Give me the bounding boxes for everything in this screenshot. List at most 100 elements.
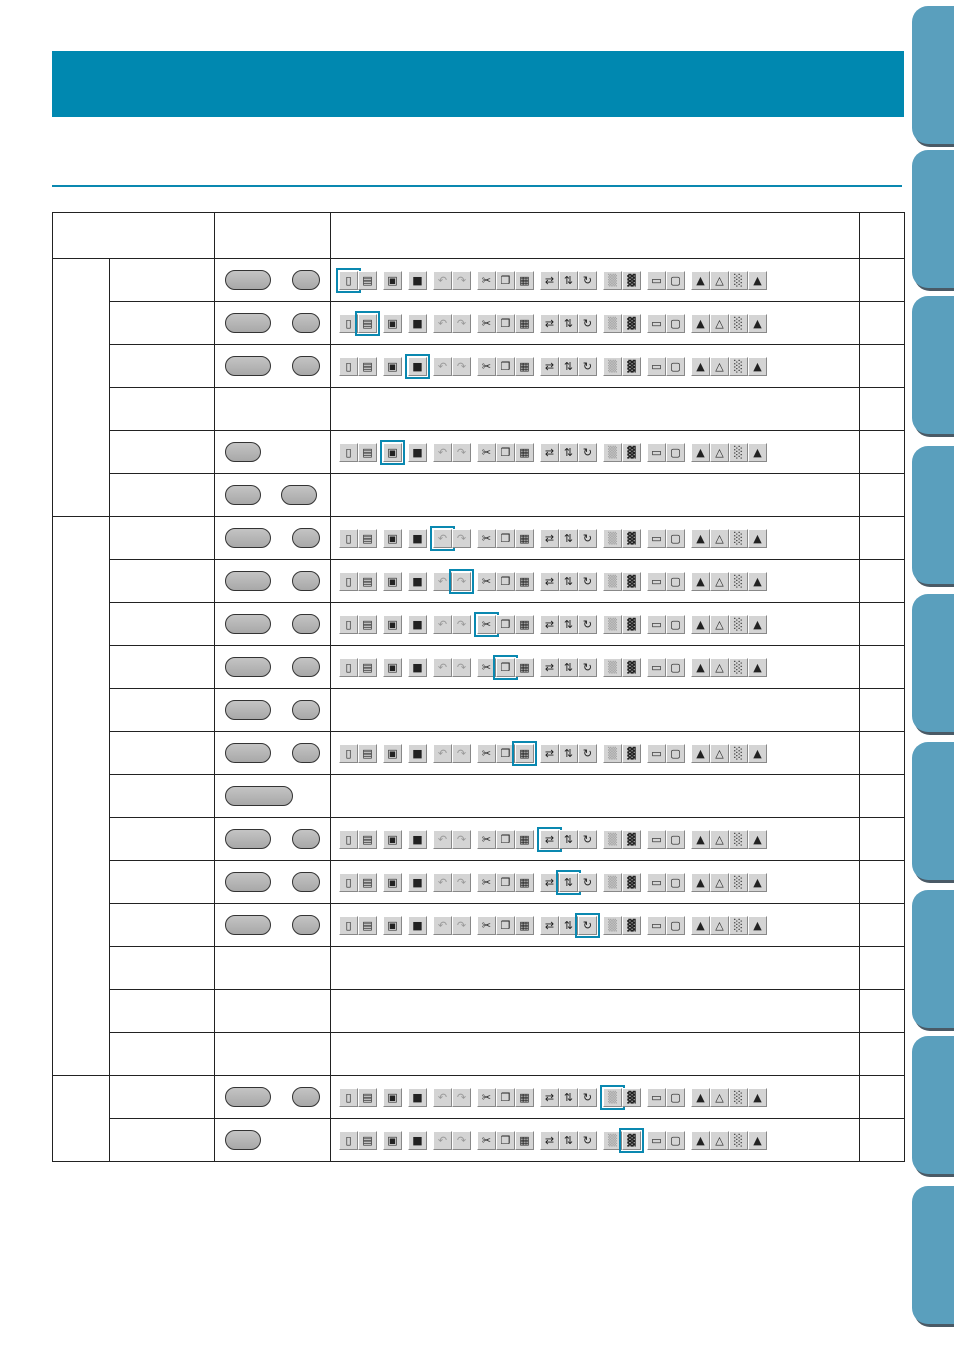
- new-icon[interactable]: ▯: [339, 442, 358, 462]
- flip-icon[interactable]: ⇅: [559, 1087, 578, 1107]
- hoop3-icon[interactable]: ░: [729, 356, 748, 376]
- mirror-icon[interactable]: ⇄: [540, 1130, 559, 1150]
- hoop1-icon[interactable]: ▲: [691, 270, 710, 290]
- flip-icon[interactable]: ⇅: [559, 1130, 578, 1150]
- hoop2-icon[interactable]: △: [710, 743, 729, 763]
- hoop2-icon[interactable]: △: [710, 356, 729, 376]
- hoop2-icon[interactable]: △: [710, 872, 729, 892]
- save-icon[interactable]: ■: [405, 353, 430, 379]
- import-icon[interactable]: ▣: [383, 1130, 402, 1150]
- hoop1-icon[interactable]: ▲: [691, 872, 710, 892]
- copy-icon[interactable]: ❐: [496, 571, 515, 591]
- stitch-icon[interactable]: ▒: [603, 743, 622, 763]
- copy-icon[interactable]: ❐: [496, 872, 515, 892]
- paste-icon[interactable]: ▦: [515, 1087, 534, 1107]
- paste-icon[interactable]: ▦: [515, 571, 534, 591]
- undo-icon[interactable]: ↶: [433, 270, 452, 290]
- flip-icon[interactable]: ⇅: [559, 743, 578, 763]
- hoop2-icon[interactable]: △: [710, 571, 729, 591]
- hoop4-icon[interactable]: ▲: [748, 442, 767, 462]
- chapter-tab[interactable]: [912, 1186, 954, 1324]
- new-icon[interactable]: ▯: [339, 1087, 358, 1107]
- cut-icon[interactable]: ✂: [477, 571, 496, 591]
- undo-icon[interactable]: ↶: [433, 829, 452, 849]
- stitch-icon[interactable]: ▒: [603, 270, 622, 290]
- monitor-icon[interactable]: ▭: [647, 442, 666, 462]
- hoop1-icon[interactable]: ▲: [691, 528, 710, 548]
- import-icon[interactable]: ▣: [380, 439, 405, 465]
- new-icon[interactable]: ▯: [339, 356, 358, 376]
- open-icon[interactable]: ▤: [355, 310, 380, 336]
- redo-icon[interactable]: ↷: [452, 657, 471, 677]
- import-icon[interactable]: ▣: [383, 270, 402, 290]
- hoop2-icon[interactable]: △: [710, 657, 729, 677]
- texture-icon[interactable]: ▓: [622, 313, 641, 333]
- hoop2-icon[interactable]: △: [710, 829, 729, 849]
- undo-icon[interactable]: ↶: [430, 525, 455, 551]
- new-icon[interactable]: ▯: [339, 1130, 358, 1150]
- open-icon[interactable]: ▤: [358, 872, 377, 892]
- paste-icon[interactable]: ▦: [515, 1130, 534, 1150]
- chapter-tab[interactable]: [912, 1036, 954, 1174]
- flip-icon[interactable]: ⇅: [559, 270, 578, 290]
- stitch-icon[interactable]: ▒: [603, 528, 622, 548]
- cut-icon[interactable]: ✂: [477, 356, 496, 376]
- chapter-tab[interactable]: [912, 446, 954, 584]
- copy-icon[interactable]: ❐: [496, 270, 515, 290]
- texture-icon[interactable]: ▓: [622, 829, 641, 849]
- paste-icon[interactable]: ▦: [515, 872, 534, 892]
- save-icon[interactable]: ■: [408, 571, 427, 591]
- import-icon[interactable]: ▣: [383, 614, 402, 634]
- cut-icon[interactable]: ✂: [477, 442, 496, 462]
- texture-icon[interactable]: ▓: [622, 442, 641, 462]
- cut-icon[interactable]: ✂: [477, 1087, 496, 1107]
- redo-icon[interactable]: ↷: [452, 915, 471, 935]
- rotate-icon[interactable]: ↻: [578, 1130, 597, 1150]
- stitch-icon[interactable]: ▒: [603, 657, 622, 677]
- save-icon[interactable]: ■: [408, 872, 427, 892]
- hoop4-icon[interactable]: ▲: [748, 915, 767, 935]
- stitch-icon[interactable]: ▒: [603, 313, 622, 333]
- chapter-tab[interactable]: [912, 150, 954, 288]
- texture-icon[interactable]: ▓: [622, 872, 641, 892]
- import-icon[interactable]: ▣: [383, 356, 402, 376]
- rotate-icon[interactable]: ↻: [578, 829, 597, 849]
- preview-icon[interactable]: ▢: [666, 1130, 685, 1150]
- undo-icon[interactable]: ↶: [433, 614, 452, 634]
- preview-icon[interactable]: ▢: [666, 313, 685, 333]
- copy-icon[interactable]: ❐: [496, 1087, 515, 1107]
- chapter-tab[interactable]: [912, 296, 954, 434]
- texture-icon[interactable]: ▓: [622, 614, 641, 634]
- hoop4-icon[interactable]: ▲: [748, 614, 767, 634]
- cut-icon[interactable]: ✂: [477, 872, 496, 892]
- monitor-icon[interactable]: ▭: [647, 872, 666, 892]
- save-icon[interactable]: ■: [408, 657, 427, 677]
- paste-icon[interactable]: ▦: [515, 270, 534, 290]
- hoop3-icon[interactable]: ░: [729, 614, 748, 634]
- save-icon[interactable]: ■: [408, 313, 427, 333]
- stitch-icon[interactable]: ▒: [603, 614, 622, 634]
- hoop2-icon[interactable]: △: [710, 313, 729, 333]
- stitch-icon[interactable]: ▒: [603, 872, 622, 892]
- hoop4-icon[interactable]: ▲: [748, 270, 767, 290]
- stitch-icon[interactable]: ▒: [603, 356, 622, 376]
- paste-icon[interactable]: ▦: [515, 356, 534, 376]
- texture-icon[interactable]: ▓: [622, 528, 641, 548]
- hoop3-icon[interactable]: ░: [729, 270, 748, 290]
- stitch-icon[interactable]: ▒: [603, 1130, 622, 1150]
- flip-icon[interactable]: ⇅: [559, 657, 578, 677]
- hoop4-icon[interactable]: ▲: [748, 829, 767, 849]
- preview-icon[interactable]: ▢: [666, 571, 685, 591]
- cut-icon[interactable]: ✂: [477, 270, 496, 290]
- stitch-icon[interactable]: ▒: [600, 1084, 625, 1110]
- stitch-icon[interactable]: ▒: [603, 829, 622, 849]
- preview-icon[interactable]: ▢: [666, 1087, 685, 1107]
- monitor-icon[interactable]: ▭: [647, 270, 666, 290]
- rotate-icon[interactable]: ↻: [578, 872, 597, 892]
- hoop1-icon[interactable]: ▲: [691, 571, 710, 591]
- monitor-icon[interactable]: ▭: [647, 915, 666, 935]
- hoop4-icon[interactable]: ▲: [748, 743, 767, 763]
- hoop2-icon[interactable]: △: [710, 915, 729, 935]
- flip-icon[interactable]: ⇅: [559, 614, 578, 634]
- monitor-icon[interactable]: ▭: [647, 829, 666, 849]
